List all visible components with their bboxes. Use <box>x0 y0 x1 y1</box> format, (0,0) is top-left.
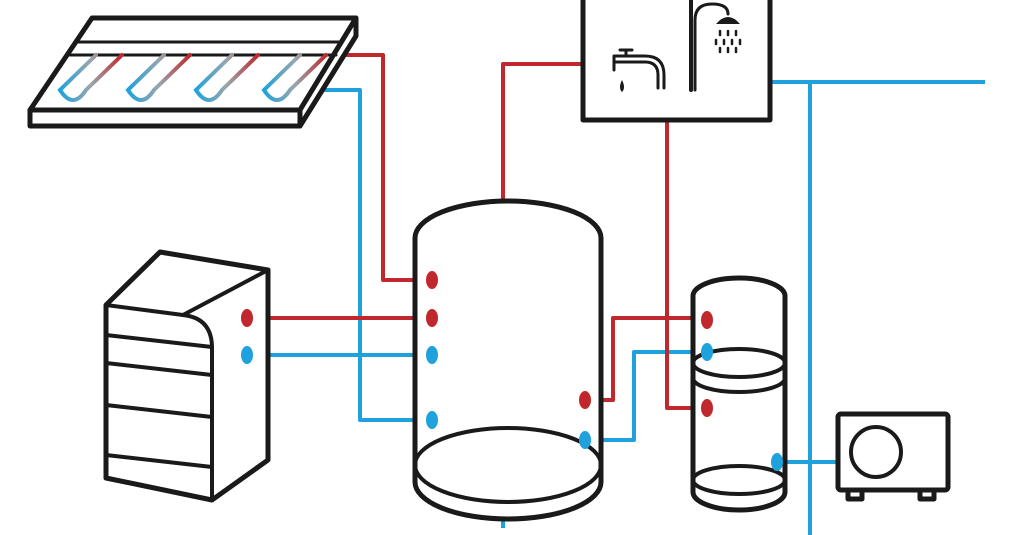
buffer-out-cold-node <box>579 431 591 449</box>
solar-cold-pipe <box>320 88 430 422</box>
solar-collector-icon <box>27 15 359 129</box>
buffer-boiler-hot-node <box>426 309 438 327</box>
cylinder-coil-hot-node <box>701 311 713 329</box>
buffer-solar-cold-node <box>426 411 438 429</box>
solar-tube-loop <box>57 53 124 102</box>
buffer-boiler-cold-node <box>426 346 438 364</box>
buffer-tank-icon <box>412 198 604 522</box>
consumer-box <box>580 0 773 123</box>
solar-hot-pipe <box>345 53 430 282</box>
boiler-hot-node <box>241 309 253 327</box>
hot-water-cylinder-icon <box>690 275 788 513</box>
buffer-solar-hot-node <box>426 271 438 289</box>
buffer-to-consumer-hot-pipe <box>501 62 585 210</box>
cylinder-coil-cold-node <box>701 343 713 361</box>
solar-tube-loop <box>261 53 328 102</box>
connection-nodes <box>241 271 783 471</box>
solar-tube-loop <box>125 53 192 102</box>
tap-icon <box>612 48 666 92</box>
cylinder-return-hot-node <box>701 399 713 417</box>
cylinder-cold-in-node <box>771 453 783 471</box>
heat-pump-icon <box>835 411 951 502</box>
boiler-icon <box>103 249 271 503</box>
buffer-to-cylinder-hot-pipe <box>586 316 706 402</box>
buffer-out-hot-node <box>579 391 591 409</box>
solar-tubes <box>57 53 328 102</box>
boiler-cold-node <box>241 346 253 364</box>
buffer-to-cylinder-cold-pipe <box>586 350 706 442</box>
shower-icon <box>693 2 742 92</box>
solar-tube-loop <box>193 53 260 102</box>
